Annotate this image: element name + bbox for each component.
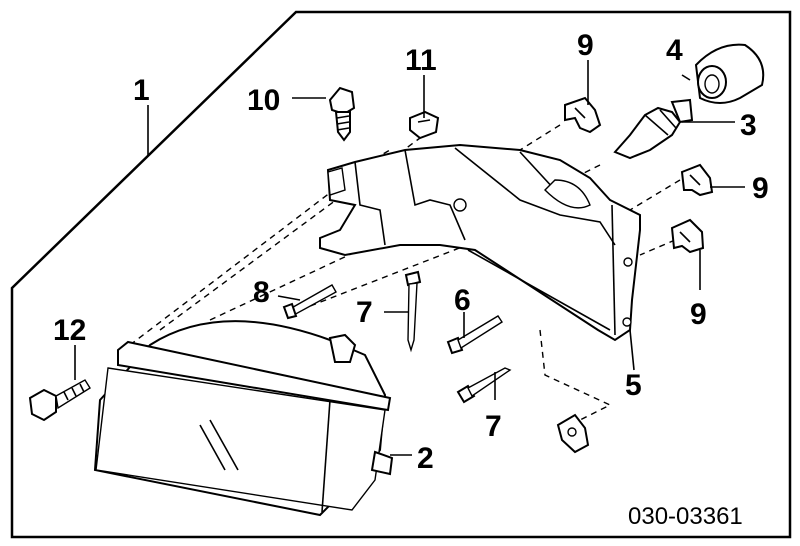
callout-4: 4 — [666, 34, 683, 67]
diagram-code: 030-03361 — [628, 503, 743, 530]
headlamp-lens-housing — [93, 320, 394, 517]
bolt-12 — [28, 379, 91, 422]
assembly-frame — [10, 10, 792, 539]
callout-7-upper: 7 — [356, 296, 373, 329]
callout-6: 6 — [454, 284, 471, 317]
leader-lines — [74, 60, 745, 456]
clip-9-middle — [680, 163, 714, 197]
callout-10: 10 — [247, 84, 280, 117]
screw-8 — [282, 284, 337, 320]
clip-9-top — [564, 96, 602, 134]
small-clip — [556, 413, 590, 454]
callout-9-middle: 9 — [752, 172, 769, 205]
clip-nut-11 — [409, 110, 440, 140]
callout-9-top: 9 — [577, 29, 594, 62]
callout-11: 11 — [405, 44, 437, 77]
callout-12: 12 — [53, 314, 86, 347]
callout-5: 5 — [625, 369, 642, 402]
bolt-10 — [328, 86, 356, 142]
callout-9-bottom: 9 — [690, 298, 707, 331]
callout-3: 3 — [740, 109, 757, 142]
callout-2: 2 — [417, 442, 434, 475]
headlamp-bulb — [613, 98, 694, 160]
callout-1: 1 — [133, 74, 150, 107]
callout-7-lower: 7 — [485, 410, 502, 443]
screw-7-lower — [456, 367, 512, 404]
clip-9-bottom — [670, 218, 705, 254]
headlamp-bracket — [319, 143, 641, 342]
pin-7-upper — [404, 270, 422, 353]
bulb-socket-cap — [694, 43, 765, 104]
callout-8: 8 — [253, 276, 270, 309]
screw-6 — [446, 315, 503, 355]
